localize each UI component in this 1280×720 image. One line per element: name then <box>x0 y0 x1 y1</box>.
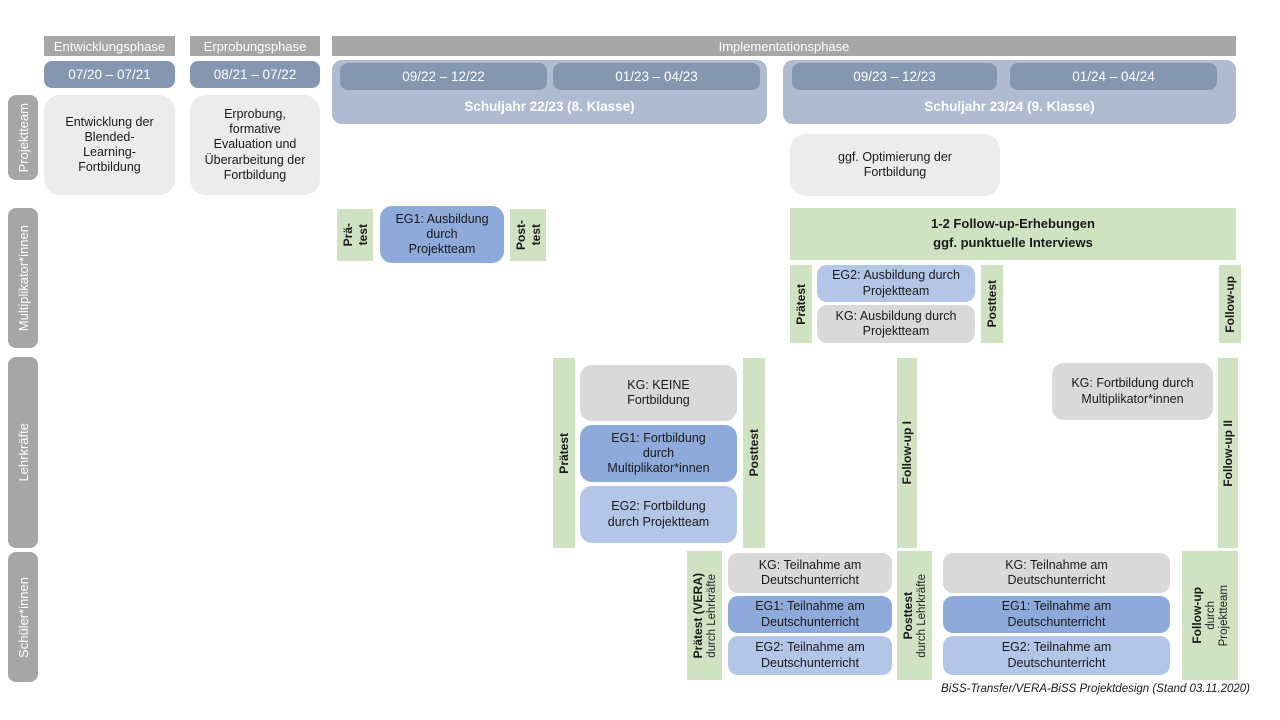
schoolyear-label-23-24: Schuljahr 23/24 (9. Klasse) <box>924 98 1095 114</box>
box-kg-teilnahme-1: KG: Teilnahme am Deutschunterricht <box>728 553 892 593</box>
box-optimierung-fortbildung: ggf. Optimierung der Fortbildung <box>790 134 1000 196</box>
row-label-projektteam: Projektteam <box>8 95 38 180</box>
followup-bar-line2: ggf. punktuelle Interviews <box>933 235 1093 250</box>
phase-header-implementation: Implementationsphase <box>332 36 1236 56</box>
box-erprobung-evaluation: Erprobung, formative Evaluation und Über… <box>190 95 320 195</box>
posttest-1-col2: test <box>528 224 543 246</box>
lehrkraefte-followup-1: Follow-up I <box>897 358 917 548</box>
date-range-3: 09/22 – 12/22 <box>340 63 547 90</box>
schueler-praetest-sub: durch Lehrkräfte <box>706 573 718 658</box>
schoolyear-label-22-23: Schuljahr 22/23 (8. Klasse) <box>464 98 635 114</box>
schueler-praetest-vera: Prätest (VERA) durch Lehrkräfte <box>687 551 722 680</box>
schueler-followup-sub1: durch <box>1205 601 1217 630</box>
multiplikatoren-followup: Follow-up <box>1219 265 1241 343</box>
row-label-schueler: Schüler*innen <box>8 552 38 682</box>
date-range-2: 08/21 – 07/22 <box>190 61 320 88</box>
lehrkraefte-praetest-text: Prätest <box>557 432 571 474</box>
multiplikatoren-followup-text: Follow-up <box>1223 275 1237 333</box>
lehrkraefte-posttest-text: Posttest <box>747 429 761 477</box>
box-eg1-teilnahme-1: EG1: Teilnahme am Deutschunterricht <box>728 596 892 633</box>
box-kg-keine-fortbildung: KG: KEINE Fortbildung <box>580 365 737 421</box>
praetest-1-col2: test <box>355 224 370 246</box>
lehrkraefte-praetest: Prätest <box>553 358 575 548</box>
box-eg1-teilnahme-2: EG1: Teilnahme am Deutschunterricht <box>943 596 1170 633</box>
lehrkraefte-followup-2: Follow-up II <box>1218 358 1238 548</box>
row-label-lehrkraefte-text: Lehrkräfte <box>15 423 31 482</box>
box-eg2-fortbildung-projektteam: EG2: Fortbildung durch Projektteam <box>580 486 737 543</box>
date-range-4: 01/23 – 04/23 <box>553 63 760 90</box>
box-eg2-teilnahme-2: EG2: Teilnahme am Deutschunterricht <box>943 636 1170 675</box>
row-label-projektteam-text: Projektteam <box>15 102 31 173</box>
schueler-praetest-main: Prätest (VERA) <box>691 572 705 659</box>
box-kg-ausbildung-projektteam: KG: Ausbildung durch Projektteam <box>817 305 975 343</box>
multiplikatoren-praetest-1: Prä- test <box>337 209 373 261</box>
box-eg2-ausbildung-projektteam: EG2: Ausbildung durch Projektteam <box>817 265 975 302</box>
schueler-posttest-sub: durch Lehrkräfte <box>916 573 928 658</box>
lehrkraefte-followup-1-text: Follow-up I <box>900 421 914 485</box>
schueler-followup: Follow-up durch Projektteam <box>1182 551 1238 680</box>
row-label-multiplikatoren: Multiplikator*innen <box>8 208 38 348</box>
schueler-posttest: Posttest durch Lehrkräfte <box>897 551 932 680</box>
praetest-2-text: Prätest <box>794 283 808 325</box>
date-range-5: 09/23 – 12/23 <box>792 63 997 90</box>
lehrkraefte-posttest: Posttest <box>743 358 765 548</box>
box-kg-fortbildung-multiplikatoren: KG: Fortbildung durch Multiplikator*inne… <box>1052 363 1213 420</box>
box-eg1-fortbildung-multiplikatoren: EG1: Fortbildung durch Multiplikator*inn… <box>580 425 737 482</box>
posttest-1-col1: Post- <box>513 220 528 250</box>
phase-header-erprobung: Erprobungsphase <box>190 36 320 56</box>
box-eg2-teilnahme-1: EG2: Teilnahme am Deutschunterricht <box>728 636 892 675</box>
row-label-schueler-text: Schüler*innen <box>15 576 31 658</box>
schueler-followup-main: Follow-up <box>1190 587 1204 644</box>
row-label-multiplikatoren-text: Multiplikator*innen <box>15 224 31 332</box>
phase-header-entwicklung: Entwicklungsphase <box>44 36 175 56</box>
date-range-1: 07/20 – 07/21 <box>44 61 175 88</box>
lehrkraefte-followup-2-text: Follow-up II <box>1221 419 1235 487</box>
multiplikatoren-posttest-1: Post- test <box>510 209 546 261</box>
footer-caption: BiSS-Transfer/VERA-BiSS Projektdesign (S… <box>941 683 1250 695</box>
posttest-2-text: Posttest <box>985 280 999 328</box>
multiplikatoren-posttest-2: Posttest <box>981 265 1003 343</box>
box-kg-teilnahme-2: KG: Teilnahme am Deutschunterricht <box>943 553 1170 593</box>
date-range-6: 01/24 – 04/24 <box>1010 63 1217 90</box>
praetest-1-col1: Prä- <box>340 223 355 247</box>
box-entwicklung-fortbildung: Entwicklung der Blended-Learning-Fortbil… <box>44 95 175 195</box>
box-eg1-ausbildung-projektteam: EG1: Ausbildung durch Projektteam <box>380 206 504 263</box>
schueler-followup-sub2: Projektteam <box>1218 584 1230 647</box>
multiplikatoren-praetest-2: Prätest <box>790 265 812 343</box>
followup-erhebungen-bar: 1-2 Follow-up-Erhebungen ggf. punktuelle… <box>790 208 1236 260</box>
schueler-posttest-main: Posttest <box>901 591 915 640</box>
followup-bar-line1: 1-2 Follow-up-Erhebungen <box>931 216 1095 232</box>
row-label-lehrkraefte: Lehrkräfte <box>8 357 38 548</box>
